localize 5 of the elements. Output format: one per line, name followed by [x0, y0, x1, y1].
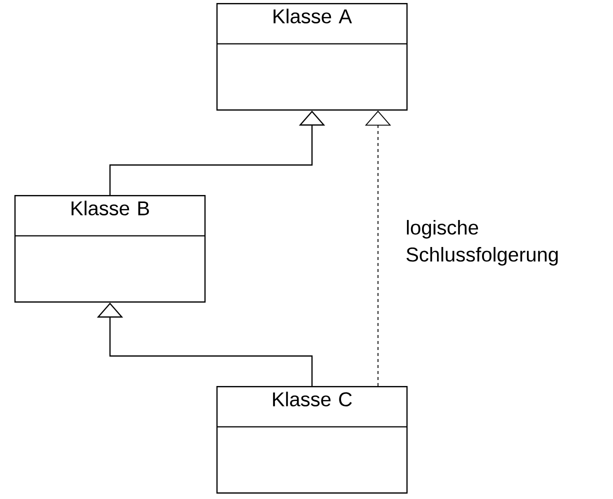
- class-box: Klasse C: [216, 386, 408, 494]
- class-box: Klasse B: [14, 195, 206, 303]
- inheritance-arrow: [96, 302, 313, 386]
- class-box: Klasse A: [216, 3, 408, 111]
- edge-label: logische Schlussfolgerung: [406, 220, 558, 266]
